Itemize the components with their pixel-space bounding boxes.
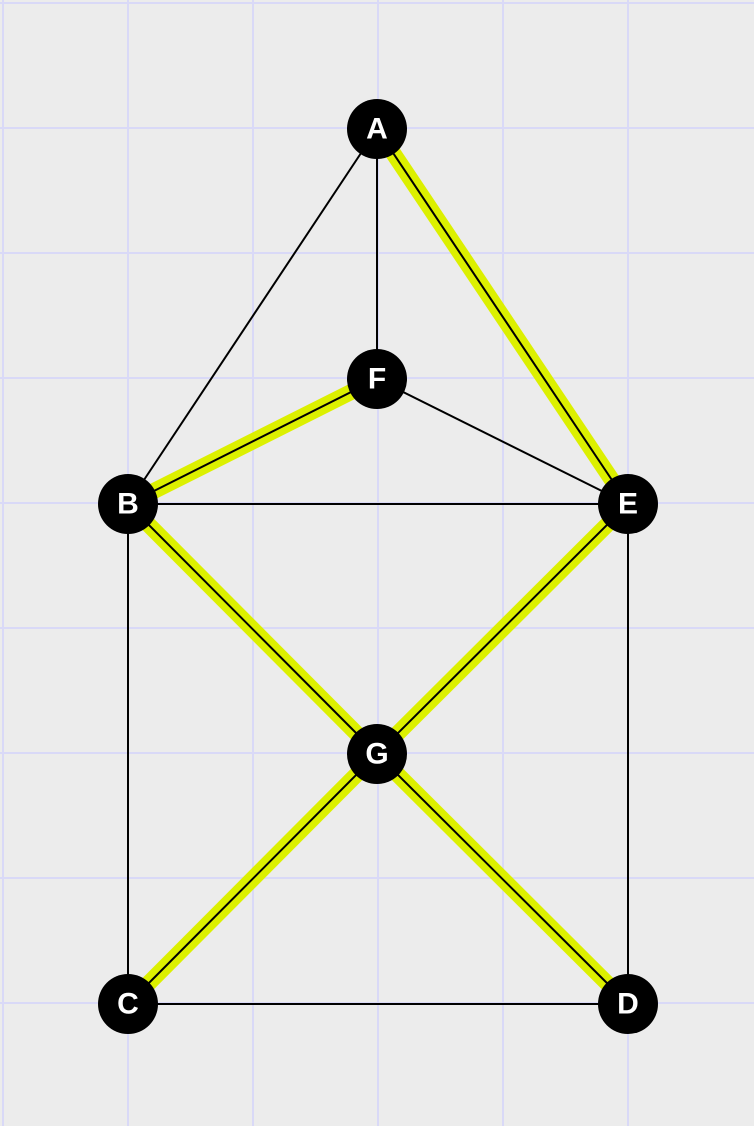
node-label: F <box>368 363 386 396</box>
node-label: E <box>618 488 638 521</box>
node-circle <box>98 474 158 534</box>
edge-a-e <box>376 128 629 505</box>
edge-f-b <box>127 378 378 505</box>
nodes: A F B E G C D <box>98 99 658 1034</box>
node-d: D <box>598 974 658 1034</box>
node-label: G <box>365 738 388 771</box>
edge-e-g <box>376 503 629 755</box>
node-circle <box>347 724 407 784</box>
node-a: A <box>347 99 407 159</box>
node-circle <box>98 974 158 1034</box>
node-g: G <box>347 724 407 784</box>
node-f: F <box>347 349 407 409</box>
node-label: A <box>366 113 388 146</box>
edges <box>127 128 629 1005</box>
node-c: C <box>98 974 158 1034</box>
node-circle <box>347 99 407 159</box>
node-label: D <box>617 988 639 1021</box>
edge-g-c <box>127 753 378 1005</box>
node-e: E <box>598 474 658 534</box>
node-b: B <box>98 474 158 534</box>
node-circle <box>598 474 658 534</box>
node-label: C <box>117 988 139 1021</box>
node-circle <box>347 349 407 409</box>
edge-a-b <box>127 128 378 505</box>
edge-g-d <box>376 753 629 1005</box>
edge-b-g <box>127 503 378 755</box>
node-circle <box>598 974 658 1034</box>
node-label: B <box>117 488 139 521</box>
edge-f-e <box>376 378 629 505</box>
